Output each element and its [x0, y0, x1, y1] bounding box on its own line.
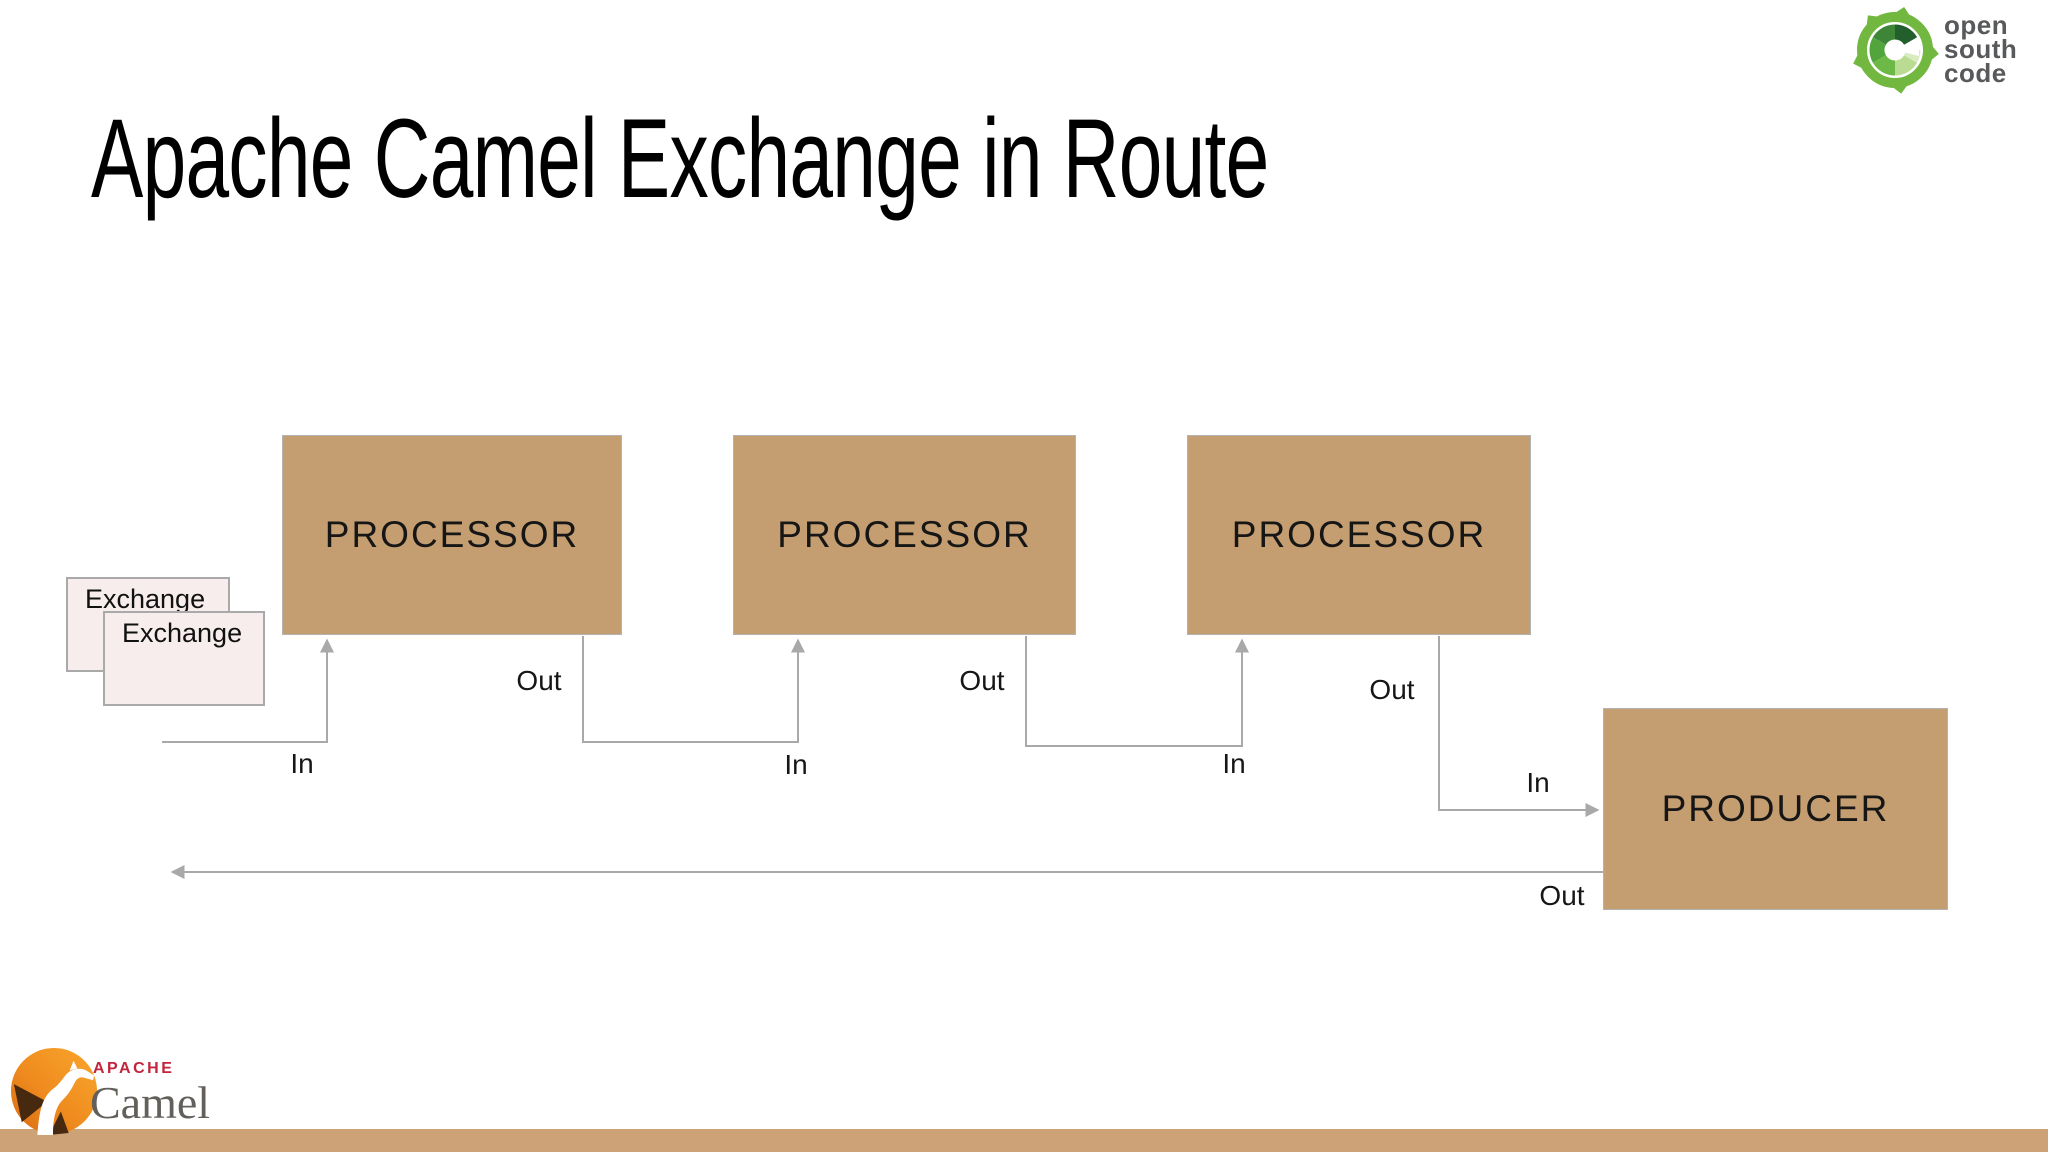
flow-label-out-2: Out [516, 665, 562, 696]
opensouthcode-icon [1853, 6, 1939, 94]
flow-label-out-4: Out [959, 665, 1005, 696]
flow-label-in-7: In [1526, 767, 1550, 798]
exchange-note-front: Exchange [103, 611, 265, 706]
flow-label-out-8: Out [1539, 880, 1585, 911]
connector-source-to-processor-1 [162, 638, 334, 743]
connector-processor-1-to-processor-2 [582, 636, 805, 743]
connector-processor-3-to-producer [1438, 636, 1600, 817]
opensouthcode-wordmark: open south code [1944, 10, 2018, 88]
apache-label: APACHE [93, 1060, 175, 1077]
footer-bar [0, 1129, 2048, 1152]
flow-label-in-5: In [1222, 748, 1246, 779]
processor-1-box: PROCESSOR [282, 435, 622, 635]
flow-label-out-6: Out [1369, 674, 1415, 705]
opensouthcode-word-south: south [1944, 34, 2018, 64]
opensouthcode-word-code: code [1944, 58, 2007, 88]
flow-label-in-1: In [290, 748, 314, 779]
processor-2-box: PROCESSOR [733, 435, 1076, 635]
processor-3-box: PROCESSOR [1187, 435, 1531, 635]
opensouthcode-word-open: open [1944, 10, 2009, 40]
page-title: Apache Camel Exchange in Route [91, 96, 1269, 221]
connector-processor-2-to-processor-3 [1025, 636, 1249, 747]
camel-wordmark: Camel [90, 1077, 211, 1128]
apache-camel-icon [10, 1047, 98, 1135]
flow-label-in-3: In [784, 749, 808, 780]
producer-box: PRODUCER [1603, 708, 1948, 910]
